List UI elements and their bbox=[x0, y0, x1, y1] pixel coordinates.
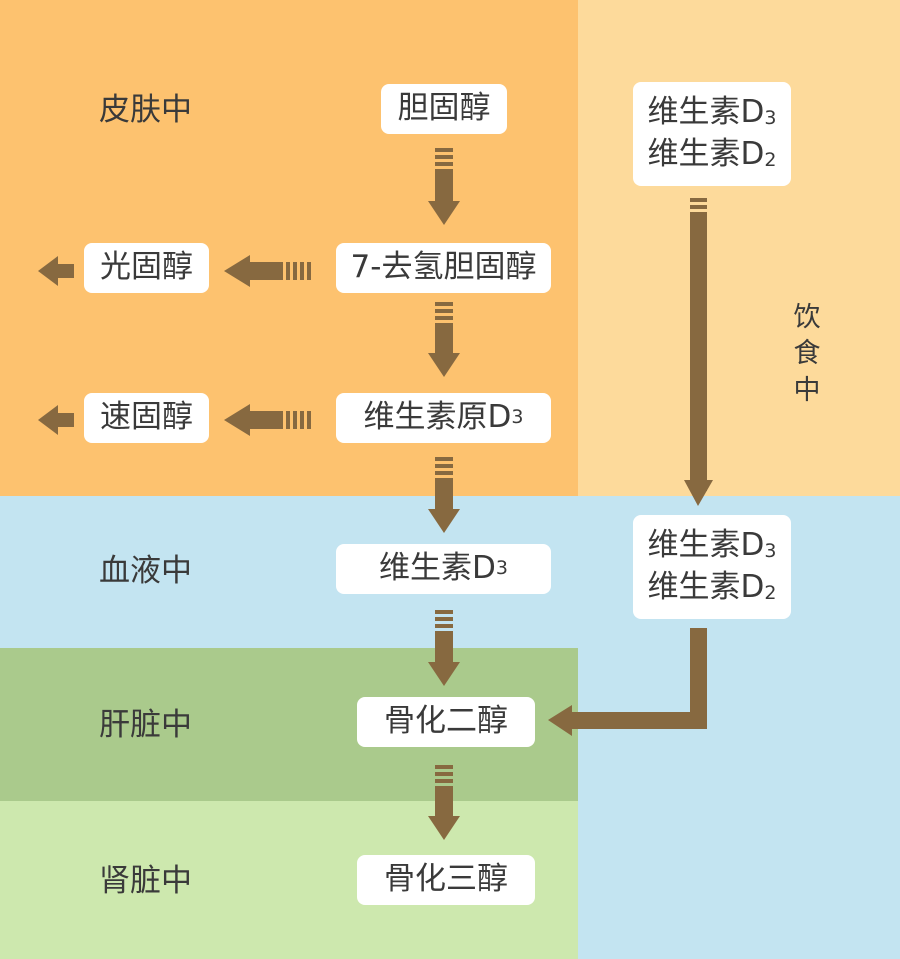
node-blood-vitamin-d3-sub: 3 bbox=[495, 557, 508, 580]
zone-label-diet-char: 饮 bbox=[793, 302, 821, 333]
arrow-provitamin-to-tachysterol bbox=[224, 404, 311, 436]
diet-low-line-2: 维生素D2 bbox=[648, 567, 777, 609]
node-provitamin-d3-sub: 3 bbox=[511, 406, 524, 429]
zone-label-skin: 皮肤中 bbox=[99, 92, 192, 128]
node-dehydrocholesterol: 7-去氢胆固醇 bbox=[336, 243, 551, 293]
diet-low-line-2-sub: 2 bbox=[764, 582, 777, 604]
node-lumisterol: 光固醇 bbox=[84, 243, 209, 293]
diet-top-line-1: 维生素D3 bbox=[648, 92, 777, 134]
arrow-calcidiol-to-calcitriol bbox=[428, 765, 460, 840]
arrow-dehydro-to-provitamin bbox=[428, 302, 460, 377]
node-tachysterol: 速固醇 bbox=[84, 393, 209, 443]
node-cholesterol-label: 胆固醇 bbox=[397, 90, 491, 127]
diet-low-line-1-sub: 3 bbox=[764, 540, 777, 563]
arrow-dehydro-to-lumisterol bbox=[224, 255, 311, 287]
node-blood-vitamin-d3-label: 维生素D bbox=[379, 550, 496, 587]
arrow-diet-to-calcidiol bbox=[548, 628, 707, 736]
node-tachysterol-label: 速固醇 bbox=[100, 399, 193, 436]
arrow-diet-down bbox=[684, 198, 713, 506]
zone-label-diet-char: 食 bbox=[793, 338, 821, 370]
zone-label-blood: 血液中 bbox=[99, 553, 192, 589]
node-provitamin-d3-label: 维生素原D bbox=[363, 399, 512, 436]
node-dehydrocholesterol-label: 7-去氢胆固醇 bbox=[350, 249, 537, 286]
zone-label-diet-char: 中 bbox=[793, 374, 821, 406]
diet-top-line-1-sub: 3 bbox=[764, 107, 777, 130]
arrow-blood-to-calcidiol bbox=[428, 610, 460, 686]
node-calcidiol-label: 骨化二醇 bbox=[384, 703, 508, 740]
node-diet-vitamins-top: 维生素D3 维生素D2 bbox=[633, 82, 791, 186]
arrow-provitamin-to-blood bbox=[428, 457, 460, 533]
arrow-tachysterol-out bbox=[38, 405, 74, 435]
zone-label-liver: 肝脏中 bbox=[99, 707, 192, 743]
arrow-lumisterol-out bbox=[38, 256, 74, 286]
node-calcidiol: 骨化二醇 bbox=[357, 697, 535, 747]
diet-top-line-2: 维生素D2 bbox=[648, 134, 777, 176]
diet-low-line-1-text: 维生素D bbox=[647, 527, 765, 564]
diet-top-line-2-text: 维生素D bbox=[647, 136, 765, 172]
node-cholesterol: 胆固醇 bbox=[381, 84, 507, 134]
diet-low-line-2-text: 维生素D bbox=[647, 569, 765, 605]
diet-top-line-1-text: 维生素D bbox=[647, 94, 765, 131]
node-diet-vitamins-blood: 维生素D3 维生素D2 bbox=[633, 515, 791, 619]
node-calcitriol: 骨化三醇 bbox=[357, 855, 535, 905]
diet-top-line-2-sub: 2 bbox=[764, 149, 777, 171]
diet-low-line-1: 维生素D3 bbox=[648, 525, 777, 567]
arrow-cholesterol-to-dehydro bbox=[428, 148, 460, 225]
node-lumisterol-label: 光固醇 bbox=[100, 249, 193, 286]
zone-label-kidney: 肾脏中 bbox=[99, 863, 192, 899]
node-calcitriol-label: 骨化三醇 bbox=[384, 861, 508, 898]
zone-label-diet: 饮食中 bbox=[787, 300, 827, 409]
